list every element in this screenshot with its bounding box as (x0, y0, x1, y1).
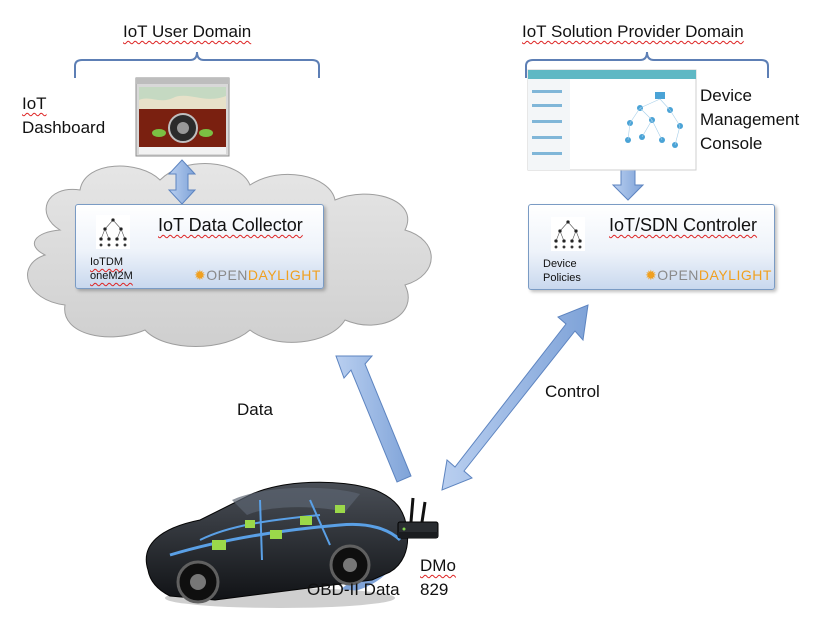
tree-icon (96, 215, 130, 249)
onem2m-label: oneM2M (90, 270, 133, 282)
data-collector-box: IoT Data Collector IoTDM oneM2M ✹OPENDAY… (75, 204, 324, 289)
opendaylight-logo: ✹OPENDAYLIGHT (194, 267, 321, 283)
data-collector-title: IoT Data Collector (158, 215, 303, 235)
console-label-line3: Console (700, 134, 763, 153)
console-label: Device Management Console (700, 84, 799, 156)
data-link-label: Data (237, 400, 273, 419)
user-domain-title: IoT User Domain (123, 22, 252, 41)
device-label-block: DMo 829 (420, 554, 456, 602)
policies-label: Policies (543, 272, 581, 284)
sdn-controller-title: IoT/SDN Controler (609, 215, 758, 235)
opendaylight-logo: ✹OPENDAYLIGHT (645, 267, 772, 283)
car-image (145, 481, 409, 608)
router-device-image (397, 497, 439, 539)
control-link-label: Control (545, 382, 600, 401)
obd-link-label: OBD-II Data (307, 580, 400, 599)
control-arrow (441, 304, 589, 491)
dashboard-label: IoT Dashboard (22, 92, 105, 140)
console-label-line1: Device (700, 86, 752, 105)
console-controller-arrow (611, 169, 645, 201)
device-label-line1: DMo (420, 556, 456, 575)
user-domain-brace (74, 51, 320, 78)
tree-icon (551, 217, 585, 251)
provider-domain-title: IoT Solution Provider Domain (522, 22, 744, 41)
device-label-line2: 829 (420, 580, 449, 599)
device-label: Device (543, 258, 577, 270)
provider-domain-brace (525, 51, 769, 78)
iotdm-label: IoTDM (90, 256, 123, 268)
sdn-controller-sub: Device Policies (543, 257, 581, 285)
data-collector-sub: IoTDM oneM2M (90, 255, 133, 283)
dashboard-label-line1: IoT (22, 94, 47, 113)
console-label-line2: Management (700, 110, 800, 129)
sdn-controller-box: IoT/SDN Controler Device Policies ✹OPEND… (528, 204, 775, 290)
console-screenshot (527, 69, 697, 171)
dashboard-label-line2: Dashboard (22, 118, 106, 137)
data-arrow (335, 355, 412, 483)
dashboard-screenshot (135, 77, 230, 157)
